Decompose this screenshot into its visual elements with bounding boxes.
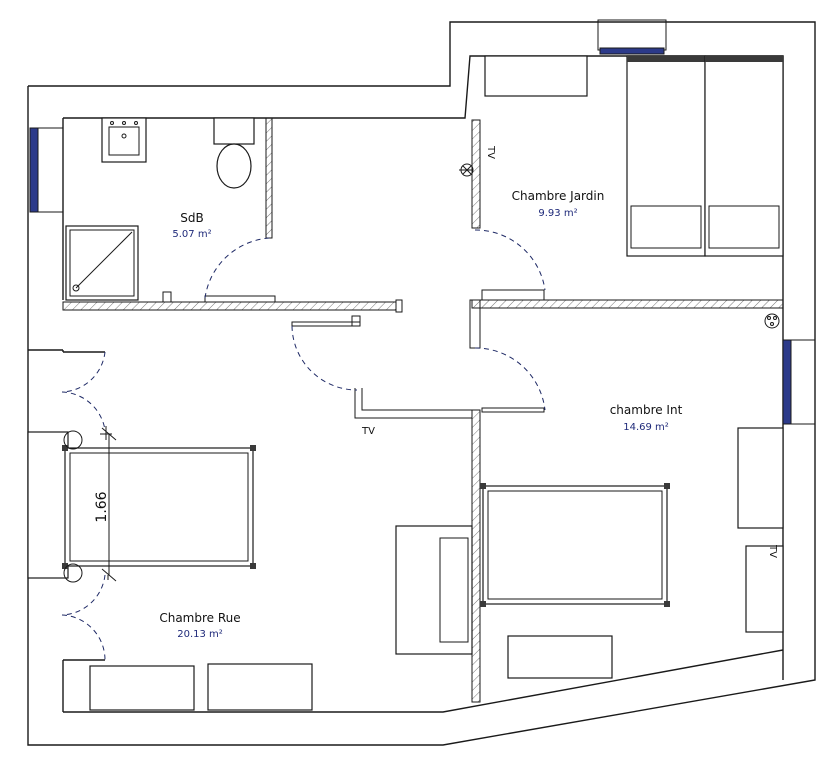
window-top-glass (599, 47, 665, 55)
room-area-chambre-jardin: 9.93 m² (538, 208, 577, 219)
room-area-chambre-rue: 20.13 m² (177, 629, 223, 640)
chambre-rue-furniture (27, 426, 473, 711)
bathroom-fixtures (65, 117, 255, 303)
room-name-chambre-int: chambre Int (610, 403, 683, 417)
room-name-chambre-jardin: Chambre Jardin (512, 189, 605, 203)
bed-dimension-label: 1.66 (94, 491, 110, 522)
desk (395, 525, 473, 655)
door-swings (61, 229, 546, 661)
bed-left (626, 55, 706, 257)
chambre-jardin-furniture (459, 55, 784, 257)
chambre-int-furniture (480, 313, 784, 679)
tv-label-int: TV (767, 544, 778, 558)
toilet-tank (213, 117, 255, 145)
tv-label-hall: TV (361, 426, 375, 437)
tv-label-jardin: TV (485, 145, 496, 159)
room-name-sdb: SdB (180, 211, 203, 225)
bed-right (704, 55, 784, 257)
window-right-frame (790, 339, 816, 425)
room-name-chambre-rue: Chambre Rue (159, 611, 240, 625)
room-area-sdb: 5.07 m² (172, 229, 211, 240)
window-right (782, 339, 792, 425)
window-left (29, 127, 39, 213)
toilet-bowl (216, 143, 252, 189)
bed-int (482, 485, 668, 605)
window-left-frame (37, 127, 64, 213)
room-area-chambre-int: 14.69 m² (623, 422, 669, 433)
bed-rue (64, 447, 254, 567)
window-top (597, 19, 667, 51)
